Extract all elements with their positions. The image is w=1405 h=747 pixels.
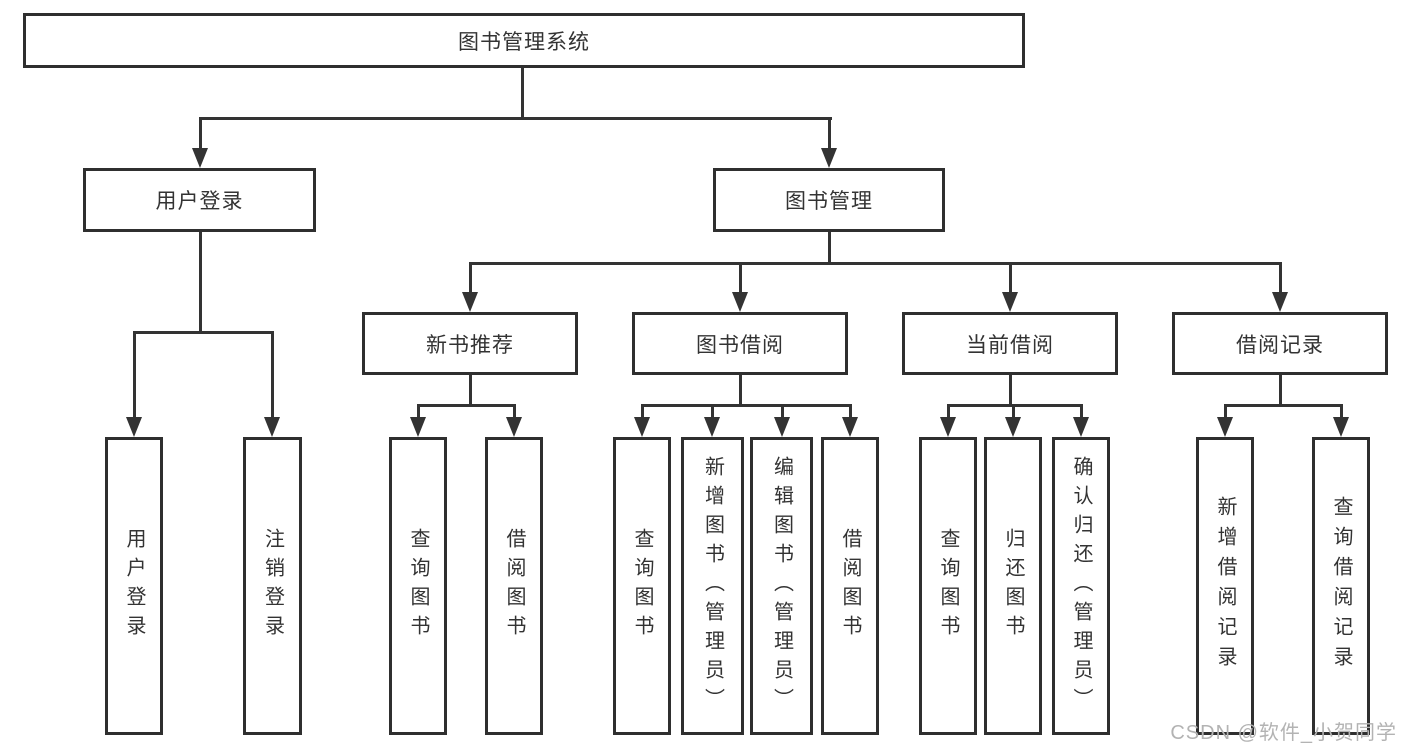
connector-line <box>1080 404 1083 419</box>
node-user-login-label: 用户登录 <box>155 190 244 213</box>
node-book-borrow-label: 图书借阅 <box>696 333 784 357</box>
connector-line <box>1012 404 1015 419</box>
arrow-down-icon <box>410 417 426 437</box>
arrow-down-icon <box>732 292 748 312</box>
node-book-borrow: 图书借阅 <box>632 312 848 375</box>
connector-line <box>199 231 202 334</box>
connector-line <box>739 374 742 407</box>
arrow-down-icon <box>264 417 280 437</box>
leaf-query-books-2-label: 查询图书 <box>631 528 653 644</box>
leaf-query-borrow-record-label: 查询借阅记录 <box>1330 496 1352 676</box>
connector-line <box>199 117 202 150</box>
arrow-down-icon <box>126 417 142 437</box>
watermark: CSDN @软件_小贺同学 <box>1170 722 1397 744</box>
connector-line <box>828 117 831 150</box>
connector-line <box>1224 404 1227 419</box>
connector-line <box>133 331 274 334</box>
connector-line <box>199 117 832 120</box>
connector-line <box>1224 404 1343 407</box>
leaf-return-books: 归还图书 <box>984 437 1042 735</box>
leaf-borrow-books-1: 借阅图书 <box>485 437 543 735</box>
arrow-down-icon <box>1002 292 1018 312</box>
leaf-query-books-3-label: 查询图书 <box>937 528 959 644</box>
leaf-query-books-3: 查询图书 <box>919 437 977 735</box>
connector-line <box>417 404 420 419</box>
arrow-down-icon <box>1333 417 1349 437</box>
connector-line <box>947 404 1083 407</box>
connector-line <box>469 374 472 407</box>
node-borrow-records: 借阅记录 <box>1172 312 1388 375</box>
arrow-down-icon <box>192 148 208 168</box>
leaf-confirm-return-admin: 确认归还（管理员） <box>1052 437 1110 735</box>
connector-line <box>641 404 644 419</box>
connector-line <box>133 331 136 419</box>
connector-line <box>739 262 742 294</box>
leaf-logout: 注销登录 <box>243 437 302 735</box>
connector-line <box>947 404 950 419</box>
leaf-borrow-books-2-label: 借阅图书 <box>839 528 861 644</box>
connector-line <box>711 404 714 419</box>
connector-line <box>1279 262 1282 294</box>
leaf-query-borrow-record: 查询借阅记录 <box>1312 437 1370 735</box>
leaf-return-books-label: 归还图书 <box>1002 528 1024 644</box>
leaf-confirm-return-admin-label: 确认归还（管理员） <box>1070 455 1092 717</box>
arrow-down-icon <box>1005 417 1021 437</box>
leaf-borrow-books-2: 借阅图书 <box>821 437 879 735</box>
connector-line <box>1009 262 1012 294</box>
connector-line <box>781 404 784 419</box>
arrow-down-icon <box>1073 417 1089 437</box>
connector-line <box>1009 374 1012 407</box>
connector-line <box>828 231 831 264</box>
leaf-edit-books-admin: 编辑图书（管理员） <box>750 437 813 735</box>
leaf-logout-label: 注销登录 <box>261 528 284 644</box>
connector-line <box>271 331 274 419</box>
arrow-down-icon <box>821 148 837 168</box>
connector-line <box>1279 374 1282 407</box>
arrow-down-icon <box>1272 292 1288 312</box>
leaf-user-login-label: 用户登录 <box>123 528 145 644</box>
connector-line <box>417 404 516 407</box>
leaf-query-books-1-label: 查询图书 <box>407 528 429 644</box>
arrow-down-icon <box>506 417 522 437</box>
node-new-book-recommend: 新书推荐 <box>362 312 578 375</box>
connector-line <box>469 262 472 294</box>
connector-line <box>513 404 516 419</box>
node-borrow-records-label: 借阅记录 <box>1236 333 1324 357</box>
leaf-add-books-admin-label: 新增图书（管理员） <box>701 455 724 717</box>
leaf-user-login: 用户登录 <box>105 437 163 735</box>
leaf-query-books-1: 查询图书 <box>389 437 447 735</box>
arrow-down-icon <box>940 417 956 437</box>
arrow-down-icon <box>774 417 790 437</box>
node-new-book-recommend-label: 新书推荐 <box>426 333 514 357</box>
node-book-management: 图书管理 <box>713 168 945 232</box>
node-root: 图书管理系统 <box>23 13 1025 68</box>
arrow-down-icon <box>842 417 858 437</box>
arrow-down-icon <box>462 292 478 312</box>
arrow-down-icon <box>1217 417 1233 437</box>
connector-line <box>469 262 1282 265</box>
connector-line <box>849 404 852 419</box>
leaf-query-books-2: 查询图书 <box>613 437 671 735</box>
node-current-borrow: 当前借阅 <box>902 312 1118 375</box>
connector-line <box>641 404 852 407</box>
node-current-borrow-label: 当前借阅 <box>966 333 1054 357</box>
connector-line <box>521 67 524 119</box>
leaf-borrow-books-1-label: 借阅图书 <box>503 528 525 644</box>
node-root-label: 图书管理系统 <box>458 30 590 54</box>
arrow-down-icon <box>704 417 720 437</box>
node-book-management-label: 图书管理 <box>785 190 873 213</box>
connector-line <box>1340 404 1343 419</box>
leaf-add-borrow-record-label: 新增借阅记录 <box>1214 496 1236 676</box>
leaf-edit-books-admin-label: 编辑图书（管理员） <box>770 455 793 717</box>
node-user-login: 用户登录 <box>83 168 316 232</box>
arrow-down-icon <box>634 417 650 437</box>
leaf-add-borrow-record: 新增借阅记录 <box>1196 437 1254 735</box>
leaf-add-books-admin: 新增图书（管理员） <box>681 437 744 735</box>
